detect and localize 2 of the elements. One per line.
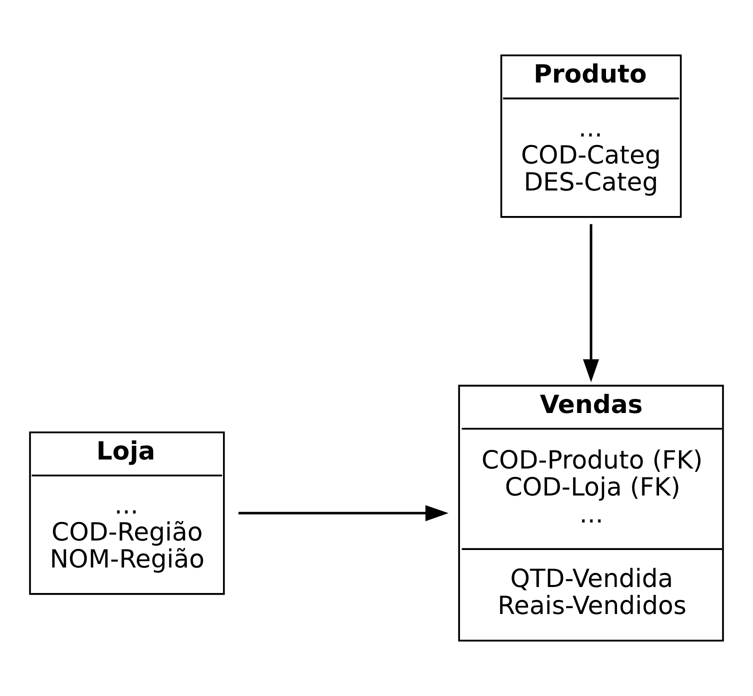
arrow bbox=[238, 505, 448, 522]
arrow bbox=[582, 224, 600, 382]
